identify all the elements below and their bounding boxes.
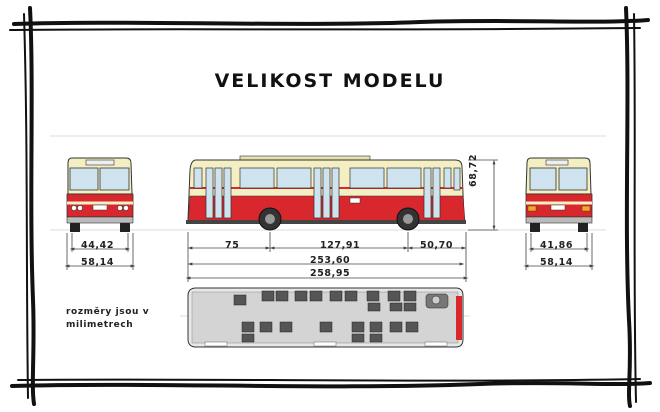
side-dimension-lines	[185, 159, 498, 282]
page-title: VELIKOST MODELU	[214, 70, 446, 92]
units-note: rozměry jsou v milimetrech	[66, 307, 150, 330]
bus-floor-plan	[187, 287, 464, 348]
bus-side-view	[186, 155, 466, 231]
hand-drawn-frame	[9, 6, 652, 408]
front-outer-width: 58,14	[81, 257, 115, 268]
side-body-length: 253,60	[310, 255, 351, 266]
front-dimension-lines	[64, 233, 136, 270]
front-inner-width: 44,42	[81, 240, 115, 251]
rear-inner-width: 41,86	[540, 240, 574, 251]
side-wheelbase: 127,91	[320, 240, 361, 251]
rear-outer-width: 58,14	[540, 257, 574, 268]
side-right-overhang: 50,70	[420, 240, 454, 251]
bus-front-view	[66, 157, 134, 232]
total-height: 68,72	[468, 153, 479, 187]
bus-rear-view	[525, 157, 593, 232]
side-total-length: 258,95	[310, 268, 351, 279]
rear-dimension-lines	[523, 233, 595, 270]
side-left-overhang: 75	[225, 240, 240, 251]
